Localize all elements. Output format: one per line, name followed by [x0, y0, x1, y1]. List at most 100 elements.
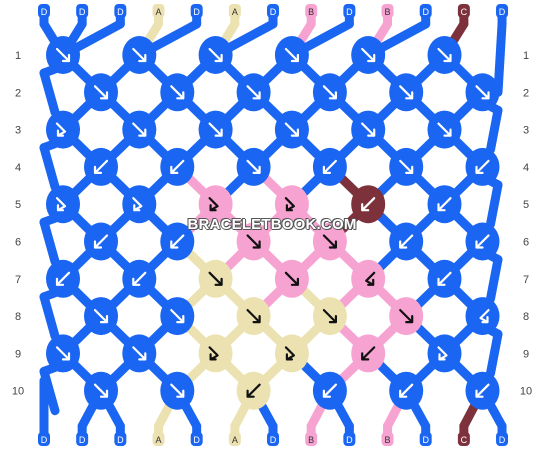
- row-label-right: 5: [523, 199, 529, 211]
- knot-r6-6[interactable]: [465, 222, 500, 261]
- knot-r10-1[interactable]: [84, 371, 118, 410]
- knot-r7-4[interactable]: [274, 259, 309, 298]
- knot-r5-1[interactable]: [46, 185, 80, 224]
- knot-r6-3[interactable]: [236, 222, 271, 261]
- knot-r1-4[interactable]: [274, 36, 309, 74]
- knot-arrow-icon: [170, 159, 185, 174]
- knot-r2-2[interactable]: [160, 73, 195, 112]
- strand-segment: [493, 19, 507, 97]
- knot-r9-1[interactable]: [46, 334, 80, 373]
- knot-r4-2[interactable]: [160, 147, 195, 186]
- strand-segment: [39, 217, 60, 266]
- strand-segment: [486, 180, 503, 229]
- bottom-strand-cap: [152, 432, 165, 446]
- knot-arrow-icon: [132, 197, 143, 212]
- bottom-strand-cap: [38, 432, 50, 446]
- knot-r10-6[interactable]: [465, 371, 500, 410]
- knot-arrow-icon: [322, 85, 337, 100]
- knot-r4-6[interactable]: [465, 147, 500, 186]
- knot-r7-1[interactable]: [46, 259, 80, 298]
- knot-r9-5[interactable]: [351, 334, 386, 373]
- knot-grid: [46, 36, 500, 410]
- knot-arrow-icon: [475, 383, 490, 398]
- knot-r8-6[interactable]: [465, 297, 500, 336]
- knot-r8-4[interactable]: [312, 297, 347, 336]
- knot-r9-4[interactable]: [274, 334, 309, 373]
- knot-r10-3[interactable]: [236, 371, 271, 410]
- knot-r3-5[interactable]: [351, 110, 386, 149]
- bottom-strand-cap: [114, 432, 127, 446]
- knot-r3-3[interactable]: [198, 110, 233, 149]
- knot-r3-2[interactable]: [122, 110, 157, 149]
- knot-r6-1[interactable]: [84, 222, 118, 261]
- knot-r8-3[interactable]: [236, 297, 271, 336]
- knot-arrow-icon: [399, 383, 414, 398]
- knot-r10-5[interactable]: [389, 371, 424, 410]
- knot-arrow-icon: [479, 309, 490, 324]
- row-label-left: 5: [15, 199, 21, 211]
- knot-r4-3[interactable]: [236, 147, 271, 186]
- knot-r1-6[interactable]: [427, 36, 462, 74]
- knot-r5-6[interactable]: [427, 185, 462, 224]
- knot-r6-5[interactable]: [389, 222, 424, 261]
- knot-r6-4[interactable]: [312, 222, 347, 261]
- knot-r2-3[interactable]: [236, 73, 271, 112]
- knot-r10-4[interactable]: [312, 371, 347, 410]
- bottom-strand-label: D: [117, 435, 124, 445]
- knot-r1-1[interactable]: [46, 36, 80, 74]
- knot-r7-6[interactable]: [427, 259, 462, 298]
- bottom-strand-cap: [419, 432, 432, 446]
- knot-r2-6[interactable]: [465, 73, 500, 112]
- row-label-left: 2: [15, 87, 21, 99]
- knot-r4-1[interactable]: [84, 147, 118, 186]
- knot-r8-1[interactable]: [84, 297, 118, 336]
- top-strand-label: B: [308, 7, 314, 17]
- watermark: BRACELETBOOK.COM: [187, 216, 357, 233]
- bottom-strand-label: D: [41, 435, 48, 445]
- knot-r7-2[interactable]: [122, 259, 157, 298]
- knot-r1-5[interactable]: [351, 36, 386, 74]
- knot-arrow-icon: [55, 197, 67, 212]
- knot-r6-2[interactable]: [160, 222, 195, 261]
- top-strand-label: D: [79, 7, 86, 17]
- knot-r2-1[interactable]: [84, 73, 118, 112]
- knot-r1-3[interactable]: [198, 36, 233, 74]
- knot-r5-4[interactable]: [274, 185, 309, 224]
- knot-r7-5[interactable]: [351, 259, 386, 298]
- strand-segment: [486, 105, 503, 155]
- knot-r3-6[interactable]: [427, 110, 462, 149]
- knot-arrow-icon: [361, 346, 376, 361]
- top-strand-cap: [496, 4, 509, 18]
- knot-r4-4[interactable]: [312, 147, 347, 186]
- knot-arrow-icon: [132, 271, 147, 286]
- strand-segment: [39, 68, 60, 117]
- knot-arrow-icon: [132, 47, 147, 63]
- bottom-strand-label: C: [461, 435, 468, 445]
- row-label-right: 10: [520, 386, 532, 398]
- strand-segment: [486, 255, 503, 304]
- knot-r9-2[interactable]: [122, 334, 157, 373]
- knot-arrow-icon: [322, 159, 337, 174]
- knot-r1-2[interactable]: [122, 36, 157, 74]
- knot-r8-2[interactable]: [160, 297, 195, 336]
- knot-r8-5[interactable]: [389, 297, 424, 336]
- knot-r2-4[interactable]: [312, 73, 347, 112]
- knot-arrow-icon: [93, 159, 109, 174]
- knot-r7-3[interactable]: [198, 259, 233, 298]
- bottom-strand-label: A: [156, 435, 162, 445]
- top-strand-label: A: [156, 7, 162, 17]
- knot-r5-5[interactable]: [351, 185, 386, 224]
- knot-r9-3[interactable]: [198, 334, 233, 373]
- row-label-left: 1: [15, 50, 21, 62]
- knot-r2-5[interactable]: [389, 73, 424, 112]
- knot-arrow-icon: [93, 309, 109, 324]
- knot-r3-1[interactable]: [46, 110, 80, 149]
- knot-r10-2[interactable]: [160, 371, 195, 410]
- knot-r5-3[interactable]: [198, 185, 233, 224]
- knot-r5-2[interactable]: [122, 185, 157, 224]
- knot-r3-4[interactable]: [274, 110, 309, 149]
- knot-r4-5[interactable]: [389, 147, 424, 186]
- bottom-strand-label: D: [499, 435, 506, 445]
- knot-r9-6[interactable]: [427, 334, 462, 373]
